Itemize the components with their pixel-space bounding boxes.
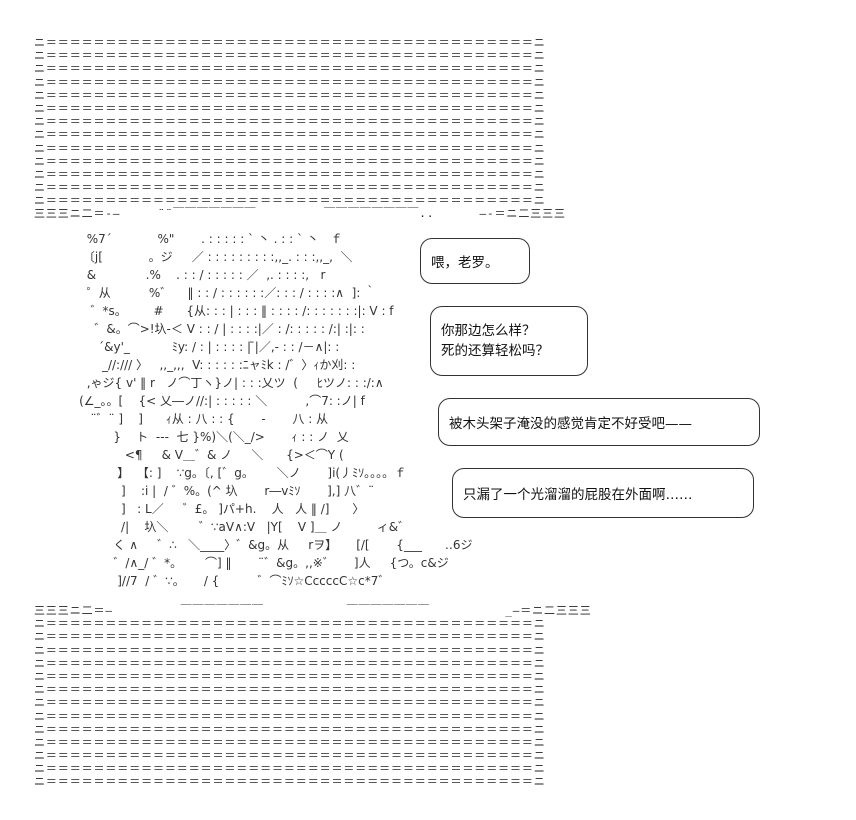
art-line: ]//7 / ゛∵。 / { ゛⌒ﾐｿ☆CccccC☆c*7゛	[60, 574, 391, 588]
border-row: ニ＝＝＝＝＝＝＝＝＝＝＝＝＝＝＝＝＝＝＝＝＝＝＝＝＝＝＝＝＝＝＝＝＝＝＝＝＝＝＝…	[34, 683, 546, 697]
art-line: ´&y'_ ﾐy: / : | : : : : | ̄|／,- : : /－∧|…	[60, 340, 340, 354]
border-row: ニ＝＝＝＝＝＝＝＝＝＝＝＝＝＝＝＝＝＝＝＝＝＝＝＝＝＝＝＝＝＝＝＝＝＝＝＝＝＝＝…	[34, 141, 546, 155]
border-row: ニ＝＝＝＝＝＝＝＝＝＝＝＝＝＝＝＝＝＝＝＝＝＝＝＝＝＝＝＝＝＝＝＝＝＝＝＝＝＝＝…	[34, 128, 546, 142]
border-row: ニ＝＝＝＝＝＝＝＝＝＝＝＝＝＝＝＝＝＝＝＝＝＝＝＝＝＝＝＝＝＝＝＝＝＝＝＝＝＝＝…	[34, 696, 546, 710]
speech-bubble-greeting: 喂，老罗。	[420, 238, 530, 284]
art-line: ゜从 %゛ ‖ : : / : : : : : :／: : : / : : : …	[60, 286, 377, 300]
border-row: ニ＝＝＝＝＝＝＝＝＝＝＝＝＝＝＝＝＝＝＝＝＝＝＝＝＝＝＝＝＝＝＝＝＝＝＝＝＝＝＝…	[34, 154, 546, 168]
border-row: ニ＝＝＝＝＝＝＝＝＝＝＝＝＝＝＝＝＝＝＝＝＝＝＝＝＝＝＝＝＝＝＝＝＝＝＝＝＝＝＝…	[34, 62, 546, 76]
art-line: ゛&。⌒>!圦-＜ V : : / | : : : :|／ : /: : : :…	[60, 322, 365, 336]
art-line: ,ゃジ{ v' ‖ r ノ⌒丁ヽ}ノ| : : :乂ツ ( ﾋツノ: : :/:…	[60, 376, 384, 390]
border-row: ニ＝＝＝＝＝＝＝＝＝＝＝＝＝＝＝＝＝＝＝＝＝＝＝＝＝＝＝＝＝＝＝＝＝＝＝＝＝＝＝…	[34, 49, 546, 63]
art-line: く ∧ ゛∴ ＼____〉゛&g。从 rヲ】 [/[ {___ ‥6ジ	[60, 538, 473, 552]
art-line: ゛/∧_/ ゛*。 ⌒] ‖ ¨゛&g。,,※゛ ]人 {つ。c&ジ	[60, 556, 449, 570]
border-row: ニ＝＝＝＝＝＝＝＝＝＝＝＝＝＝＝＝＝＝＝＝＝＝＝＝＝＝＝＝＝＝＝＝＝＝＝＝＝＝＝…	[34, 115, 546, 129]
border-row-edge: 三三三ニ二＝-― ¨¨￣￣￣￣￣￣￣ ￣￣￣￣￣￣￣￣.. ―-＝ニ二三三三	[34, 207, 566, 221]
speech-bubble-comment: 被木头架子淹没的感觉肯定不好受吧——	[438, 398, 760, 446]
border-row: ニ＝＝＝＝＝＝＝＝＝＝＝＝＝＝＝＝＝＝＝＝＝＝＝＝＝＝＝＝＝＝＝＝＝＝＝＝＝＝＝…	[34, 722, 546, 736]
speech-text: 被木头架子淹没的感觉肯定不好受吧——	[449, 416, 692, 432]
art-line: /| 圦＼ ゛∵aV∧:V |Y[ V ]＿ ノ ィ&゛	[60, 520, 411, 534]
border-row: ニ＝＝＝＝＝＝＝＝＝＝＝＝＝＝＝＝＝＝＝＝＝＝＝＝＝＝＝＝＝＝＝＝＝＝＝＝＝＝＝…	[34, 88, 546, 102]
art-line: & .% . : : / : : : : : ／ ,. : : : :, r	[60, 268, 326, 282]
border-row: ニ＝＝＝＝＝＝＝＝＝＝＝＝＝＝＝＝＝＝＝＝＝＝＝＝＝＝＝＝＝＝＝＝＝＝＝＝＝＝＝…	[34, 735, 546, 749]
speech-text: 你那边怎么样？	[441, 323, 536, 339]
speech-text: 死的还算轻松吗？	[441, 343, 549, 359]
ascii-art-scene: %7´ %" . : : : : : ` 丶 . : : ` 丶 ｆ 〔j[ 。…	[60, 226, 540, 598]
border-row: ニ＝＝＝＝＝＝＝＝＝＝＝＝＝＝＝＝＝＝＝＝＝＝＝＝＝＝＝＝＝＝＝＝＝＝＝＝＝＝＝…	[34, 669, 546, 683]
art-line: %7´ %" . : : : : : ` 丶 . : : ` 丶 ｆ	[60, 232, 343, 246]
border-row: ニ＝＝＝＝＝＝＝＝＝＝＝＝＝＝＝＝＝＝＝＝＝＝＝＝＝＝＝＝＝＝＝＝＝＝＝＝＝＝＝…	[34, 101, 546, 115]
art-line: ] : L／ ゛£。 ]パ+h. 人 人 ‖ /] 〉	[60, 502, 365, 516]
art-line: (∠_。。[ {< 乂―ノ//:| : : : : : ＼ ,⌒7: :ノ| f	[60, 394, 365, 408]
border-row: ニ＝＝＝＝＝＝＝＝＝＝＝＝＝＝＝＝＝＝＝＝＝＝＝＝＝＝＝＝＝＝＝＝＝＝＝＝＝＝＝…	[34, 630, 546, 644]
border-row: ニ＝＝＝＝＝＝＝＝＝＝＝＝＝＝＝＝＝＝＝＝＝＝＝＝＝＝＝＝＝＝＝＝＝＝＝＝＝＝＝…	[34, 709, 546, 723]
art-line: _//:/// 〉 ,,_,,, V: : : : : :ﾆャﾐk : /゛〉ｨ…	[60, 358, 356, 372]
border-row: ニ＝＝＝＝＝＝＝＝＝＝＝＝＝＝＝＝＝＝＝＝＝＝＝＝＝＝＝＝＝＝＝＝＝＝＝＝＝＝＝…	[34, 749, 546, 763]
speech-text: 喂，老罗。	[431, 255, 499, 271]
speech-bubble-question: 你那边怎么样？ 死的还算轻松吗？	[430, 306, 588, 376]
art-line: ゛*s。 # {从: : : | : : : ‖ : : : : /: : : …	[60, 304, 394, 318]
border-row: ニ＝＝＝＝＝＝＝＝＝＝＝＝＝＝＝＝＝＝＝＝＝＝＝＝＝＝＝＝＝＝＝＝＝＝＝＝＝＝＝…	[34, 762, 546, 776]
border-row: ニ＝＝＝＝＝＝＝＝＝＝＝＝＝＝＝＝＝＝＝＝＝＝＝＝＝＝＝＝＝＝＝＝＝＝＝＝＝＝＝…	[34, 36, 546, 49]
art-line: ] :i | / ゛%。(^ 圦 r―vﾐｿ ],] 八゛¨	[60, 484, 375, 498]
speech-text: 只漏了一个光溜溜的屁股在外面啊……	[463, 487, 693, 503]
border-row: ニ＝＝＝＝＝＝＝＝＝＝＝＝＝＝＝＝＝＝＝＝＝＝＝＝＝＝＝＝＝＝＝＝＝＝＝＝＝＝＝…	[34, 617, 546, 631]
border-row: ニ＝＝＝＝＝＝＝＝＝＝＝＝＝＝＝＝＝＝＝＝＝＝＝＝＝＝＝＝＝＝＝＝＝＝＝＝＝＝＝…	[34, 643, 546, 657]
border-row: ニ＝＝＝＝＝＝＝＝＝＝＝＝＝＝＝＝＝＝＝＝＝＝＝＝＝＝＝＝＝＝＝＝＝＝＝＝＝＝＝…	[34, 194, 546, 208]
border-row-edge: 三三三ニ二＝― ￣￣￣￣￣￣￣ ￣￣￣￣￣￣￣ _―＝ニ二三三三	[34, 604, 592, 617]
art-line: 〔j[ 。ジ ／ : : : : : : : : :,,_. : : :,,_,…	[60, 250, 353, 264]
border-row: ニ＝＝＝＝＝＝＝＝＝＝＝＝＝＝＝＝＝＝＝＝＝＝＝＝＝＝＝＝＝＝＝＝＝＝＝＝＝＝＝…	[34, 775, 546, 789]
bottom-border-band: 三三三ニ二＝― ￣￣￣￣￣￣￣ ￣￣￣￣￣￣￣ _―＝ニ二三三三 ニ＝＝＝＝＝＝…	[34, 604, 662, 794]
border-row: ニ＝＝＝＝＝＝＝＝＝＝＝＝＝＝＝＝＝＝＝＝＝＝＝＝＝＝＝＝＝＝＝＝＝＝＝＝＝＝＝…	[34, 181, 546, 195]
border-row: ニ＝＝＝＝＝＝＝＝＝＝＝＝＝＝＝＝＝＝＝＝＝＝＝＝＝＝＝＝＝＝＝＝＝＝＝＝＝＝＝…	[34, 75, 546, 89]
art-line: ¨゛¨ ] ] ｨ从 : 八 : : { - 八 : 从	[60, 412, 329, 426]
top-border-band: ニ＝＝＝＝＝＝＝＝＝＝＝＝＝＝＝＝＝＝＝＝＝＝＝＝＝＝＝＝＝＝＝＝＝＝＝＝＝＝＝…	[34, 36, 662, 222]
art-line: <¶ & V＿゛& ノ ＼ {>＜⌒Y (	[60, 448, 344, 462]
border-row: ニ＝＝＝＝＝＝＝＝＝＝＝＝＝＝＝＝＝＝＝＝＝＝＝＝＝＝＝＝＝＝＝＝＝＝＝＝＝＝＝…	[34, 167, 546, 181]
art-line: } ト --- 七 }%)＼(＼_/> ｨ : : ノ 乂	[60, 430, 349, 444]
speech-bubble-remark: 只漏了一个光溜溜的屁股在外面啊……	[452, 468, 754, 518]
art-line: 】 【: ] ∵g。〔, [゛g。 ＼ノ ]i(丿ﾐｿ。。。。ｆ	[60, 466, 407, 480]
border-row: ニ＝＝＝＝＝＝＝＝＝＝＝＝＝＝＝＝＝＝＝＝＝＝＝＝＝＝＝＝＝＝＝＝＝＝＝＝＝＝＝…	[34, 656, 546, 670]
